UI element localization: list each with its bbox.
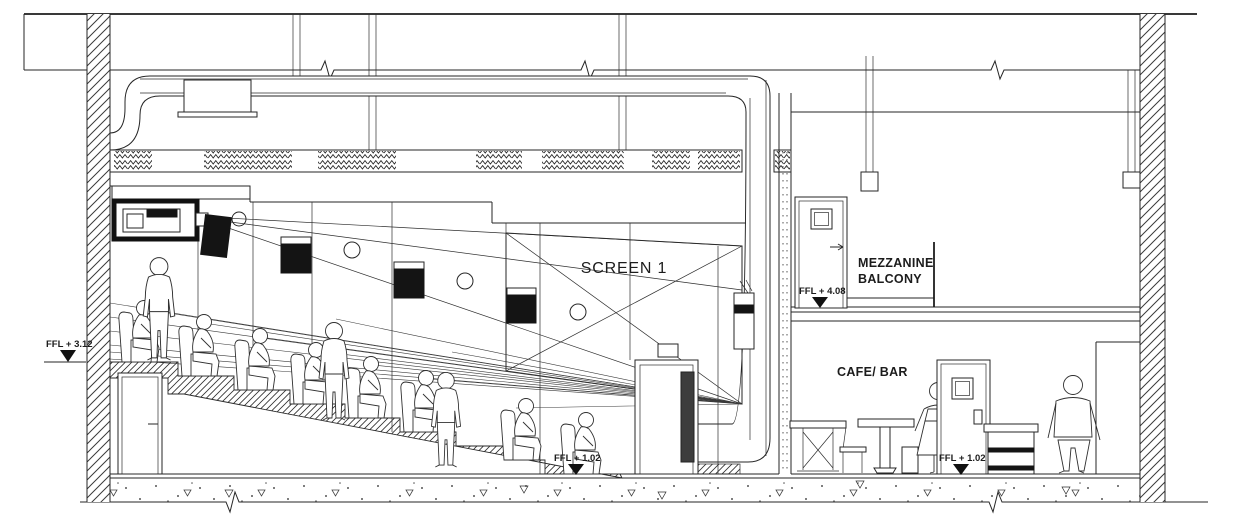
door-swing-arrow — [830, 243, 844, 251]
mezzanine-ceiling — [791, 56, 1141, 192]
ground-break-symbol-left — [219, 490, 242, 514]
cafe-rear-doorway — [1095, 341, 1140, 474]
roof-break-symbol-2 — [575, 59, 600, 81]
roof-break-symbol-3 — [985, 59, 1010, 81]
svg-text:FFL + 1.02: FFL + 1.02 — [939, 453, 986, 464]
level-marker-cafe: FFL + 1.02 — [939, 453, 986, 475]
cafe-table-2 — [857, 418, 915, 474]
behind-screen-speaker — [733, 279, 755, 350]
man-figure — [1047, 375, 1101, 474]
concrete-aggregate-marks — [224, 480, 1071, 500]
svg-text:FFL + 3.12: FFL + 3.12 — [46, 339, 93, 350]
bar-counter — [983, 423, 1039, 475]
level-marker-auditorium-front: FFL + 1.02 — [554, 453, 601, 475]
ahu-flange — [177, 111, 258, 118]
ground-break-symbol-right — [982, 490, 1005, 514]
mezzanine-label-line1: MEZZANINE — [858, 256, 934, 270]
door-vision-panel — [680, 371, 695, 463]
cafe-door-handle — [973, 409, 983, 425]
seating-tiers — [109, 361, 623, 479]
insulation-band — [109, 149, 792, 173]
raked-floor-slab — [109, 361, 623, 479]
cafe-bar — [789, 341, 1140, 475]
mezzanine-door — [794, 196, 848, 309]
exit-sign — [657, 343, 679, 358]
auditorium-exit-door — [634, 343, 699, 475]
level-triangle-mezzanine — [812, 297, 828, 308]
level-marker-rear: FFL + 3.12 — [44, 339, 93, 363]
projector-ceiling-slot — [111, 185, 251, 200]
cafe-chair — [839, 426, 867, 473]
right-wall — [1139, 14, 1166, 502]
seat-row-2 — [178, 314, 220, 377]
roof-break-symbol-1 — [315, 59, 340, 81]
projector — [111, 198, 232, 258]
mezzanine-balcony — [791, 196, 1140, 322]
screen-1 — [505, 232, 743, 405]
svg-text:FFL + 1.02: FFL + 1.02 — [554, 453, 601, 464]
svg-text:FFL + 4.08: FFL + 4.08 — [799, 286, 846, 297]
ground-slab — [80, 473, 1208, 514]
seat-row-3 — [234, 328, 276, 391]
dividing-wall — [778, 93, 792, 474]
wall-speaker-2 — [393, 261, 425, 299]
standing-person-front — [431, 371, 461, 468]
level-triangle-auditorium-front — [568, 464, 584, 475]
screen-label: SCREEN 1 — [581, 260, 667, 277]
wall-speaker-3 — [506, 287, 537, 324]
cafe-stool — [901, 446, 919, 474]
mezzanine-label-line2: BALCONY — [858, 272, 922, 286]
left-wall — [86, 14, 111, 502]
projection-room-speaker — [200, 214, 232, 258]
wall-speaker-1 — [280, 236, 312, 274]
cafe-door — [936, 359, 991, 475]
ceiling-downlights — [231, 211, 587, 321]
roof-and-boundary-lines — [23, 13, 1197, 81]
pendant-light-2 — [1122, 171, 1141, 189]
pendant-light-1 — [860, 171, 879, 192]
level-triangle-rear — [60, 350, 76, 362]
cafe-label: CAFE/ BAR — [837, 365, 908, 379]
level-marker-mezzanine: FFL + 4.08 — [799, 286, 846, 308]
ahu-unit — [183, 79, 252, 113]
cafe-table-1 — [789, 420, 847, 472]
level-triangle-cafe — [953, 464, 969, 475]
projector-reels — [146, 209, 178, 218]
